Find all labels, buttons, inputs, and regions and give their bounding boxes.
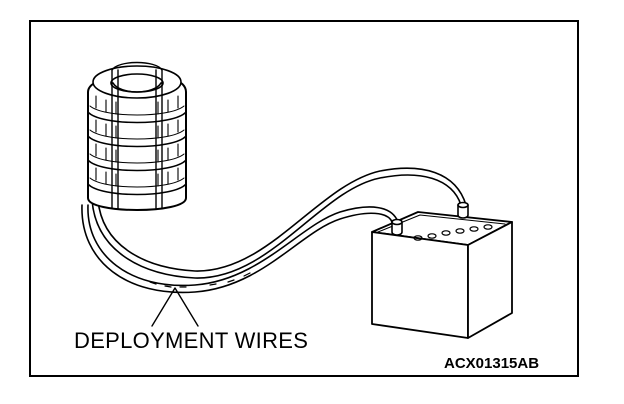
deployment-wire-pair — [81, 167, 467, 294]
callout-leader — [151, 287, 199, 327]
figure-code: ACX01315AB — [444, 355, 540, 372]
cell-caps — [413, 224, 493, 241]
tire-stack — [87, 61, 187, 211]
deployment-wire-1-edge — [97, 167, 467, 272]
deployment-wire-2-edge — [81, 204, 393, 294]
battery — [371, 201, 513, 339]
battery-terminals — [391, 201, 469, 236]
deployment-wire-1 — [91, 174, 462, 279]
deployment-wires-label: DEPLOYMENT WIRES — [74, 328, 309, 353]
deployment-wire-2 — [87, 204, 399, 287]
